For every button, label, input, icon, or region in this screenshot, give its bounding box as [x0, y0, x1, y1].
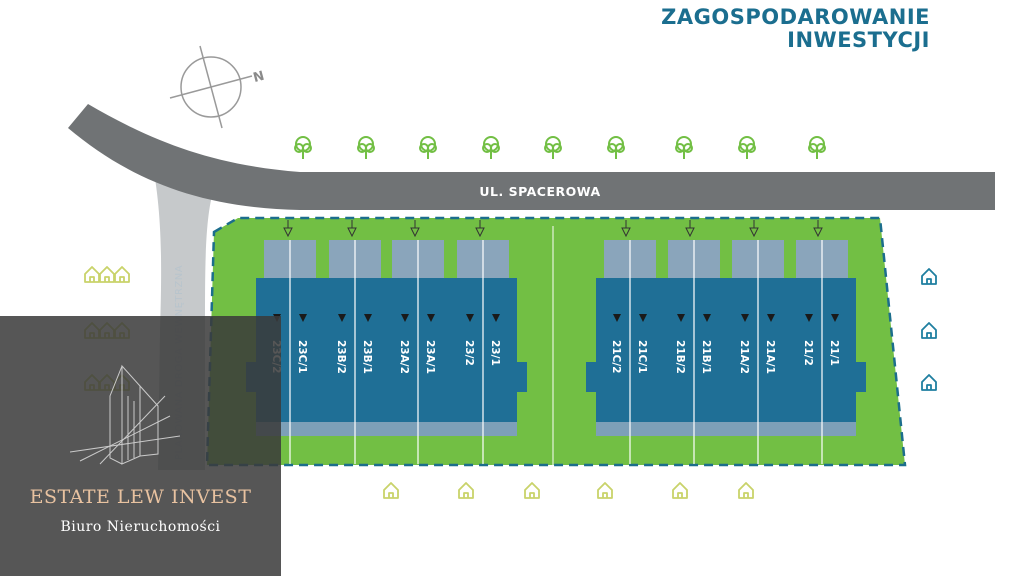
building-block: 23/2 23/1 [439, 240, 527, 464]
building-logo-icon [70, 364, 180, 465]
main-road [68, 104, 995, 210]
unit-label: 21A/2 [738, 340, 750, 374]
tree-icon [294, 136, 312, 159]
buildings: 23C/223C/123B/223B/123A/223A/123/223/121… [246, 220, 866, 464]
brand-subtitle: Biuro Nieruchomości [60, 519, 221, 535]
unit-label: 23C/1 [296, 340, 308, 373]
house-icon [921, 374, 937, 391]
house-icon [383, 482, 399, 499]
street-label: UL. SPACEROWA [479, 184, 600, 199]
tree-icon [482, 136, 500, 159]
tree-row [294, 136, 826, 159]
unit-label: 21C/1 [636, 340, 648, 373]
compass-label: N [252, 69, 266, 86]
unit-label: 21B/1 [700, 340, 712, 374]
building-block: 23A/2 23A/1 [374, 240, 462, 464]
house-icon [524, 482, 540, 499]
brand-panel: ESTATE LEW INVEST Biuro Nieruchomości [0, 316, 281, 576]
house-icon [921, 268, 937, 285]
unit-label: 23/1 [489, 340, 501, 366]
house-icon [114, 266, 130, 283]
tree-icon [544, 136, 562, 159]
unit-label: 23A/1 [424, 340, 436, 374]
house-icon [921, 322, 937, 339]
house-icon [84, 266, 100, 283]
building-block: 21A/2 21A/1 [714, 240, 802, 464]
unit-label: 23A/2 [398, 340, 410, 374]
house-icon [738, 482, 754, 499]
tree-icon [675, 136, 693, 159]
building-block: 21C/2 21C/1 [586, 240, 674, 464]
tree-icon [357, 136, 375, 159]
tree-icon [607, 136, 625, 159]
tree-icon [738, 136, 756, 159]
house-icon [458, 482, 474, 499]
brand-name: ESTATE LEW INVEST [29, 486, 252, 508]
unit-label: 21B/2 [674, 340, 686, 374]
title-line-1: ZAGOSPODAROWANIE [661, 5, 930, 29]
title-line-2: INWESTYCJI [787, 28, 930, 52]
unit-label: 23B/1 [361, 340, 373, 374]
building-block: 21/2 21/1 [778, 240, 866, 464]
house-icon [99, 266, 115, 283]
unit-label: 23/2 [463, 340, 475, 366]
tree-icon [808, 136, 826, 159]
house-icon [672, 482, 688, 499]
unit-label: 21/1 [828, 340, 840, 366]
house-icon [597, 482, 613, 499]
unit-label: 23B/2 [335, 340, 347, 374]
unit-label: 21A/1 [764, 340, 776, 374]
unit-label: 21/2 [802, 340, 814, 366]
tree-icon [419, 136, 437, 159]
compass-icon [169, 45, 253, 129]
unit-label: 21C/2 [610, 340, 622, 373]
page-title: ZAGOSPODAROWANIE INWESTYCJI [661, 6, 930, 52]
